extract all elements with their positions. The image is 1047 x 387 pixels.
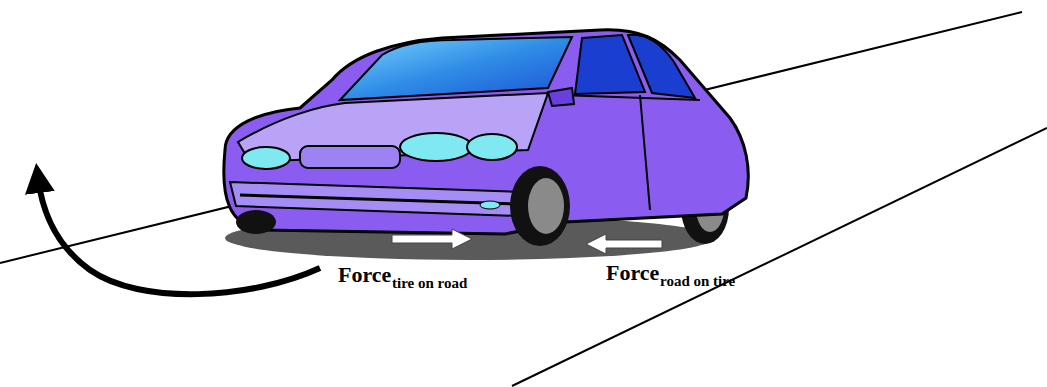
force-arrow: [586, 234, 662, 254]
grille: [300, 146, 400, 168]
wheel: [236, 210, 276, 234]
fog-light: [480, 201, 500, 209]
force-label: Force: [338, 264, 391, 286]
force-arrow: [392, 229, 472, 249]
bumper: [230, 182, 522, 216]
headlight: [400, 133, 472, 161]
door-line: [560, 95, 700, 210]
hubcap: [528, 178, 564, 234]
wheel: [510, 166, 570, 246]
force-subscript: road on tire: [660, 274, 735, 289]
car-body: [224, 30, 749, 234]
windshield: [340, 37, 572, 100]
force-label: Force: [606, 262, 659, 284]
side-window: [628, 35, 695, 98]
headlight: [242, 147, 290, 169]
road-edge: [0, 12, 1022, 263]
headlight: [467, 134, 517, 160]
force-subscript: tire on road: [392, 276, 467, 291]
side-mirror: [548, 88, 574, 106]
bumper-stripe: [240, 195, 515, 204]
